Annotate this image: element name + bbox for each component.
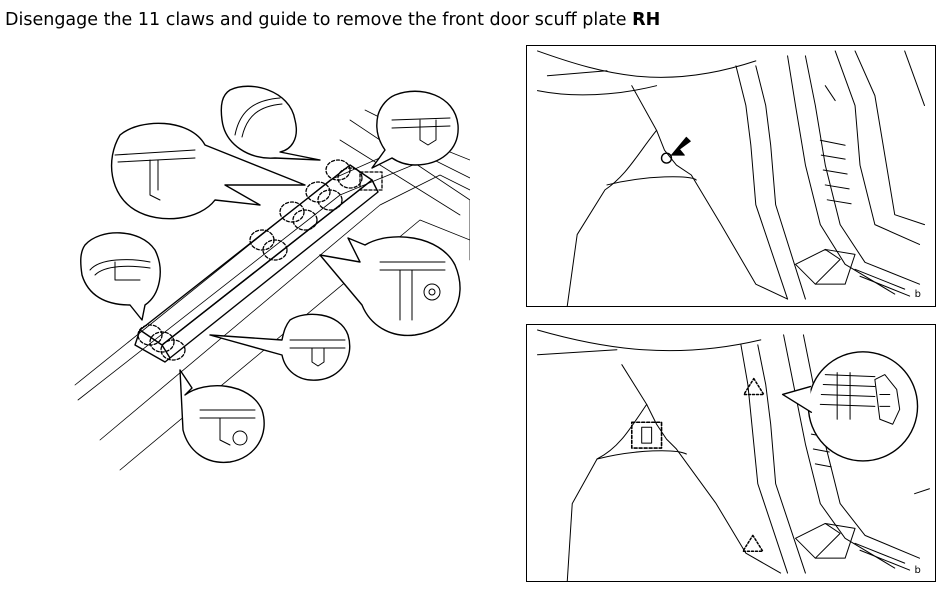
panel-label: b <box>915 289 921 300</box>
claw-markers <box>138 160 382 360</box>
guide-marker <box>632 422 662 448</box>
panel-top-linework <box>537 51 924 306</box>
scuff-plate <box>135 165 378 362</box>
scuff-plate-screw-location-illustration: b <box>526 45 936 307</box>
screw-marker <box>662 153 672 163</box>
callout-bubbles <box>81 86 460 462</box>
claw-triangle-icon <box>743 535 763 551</box>
panel-label: b <box>915 565 921 576</box>
scuff-plate-guide-location-illustration: b <box>526 324 936 582</box>
callout-details <box>90 98 450 445</box>
detail-magnifier-content <box>820 373 899 425</box>
claw-triangle-icon <box>744 379 764 395</box>
panel-bottom-linework <box>538 330 930 581</box>
instruction-body: Disengage the 11 claws and guide to remo… <box>5 10 627 30</box>
instruction-text: Disengage the 11 claws and guide to remo… <box>5 5 705 35</box>
scuff-plate-claws-illustration <box>70 80 470 480</box>
instruction-emphasis: RH <box>632 10 661 30</box>
arrow-icon <box>671 137 690 155</box>
